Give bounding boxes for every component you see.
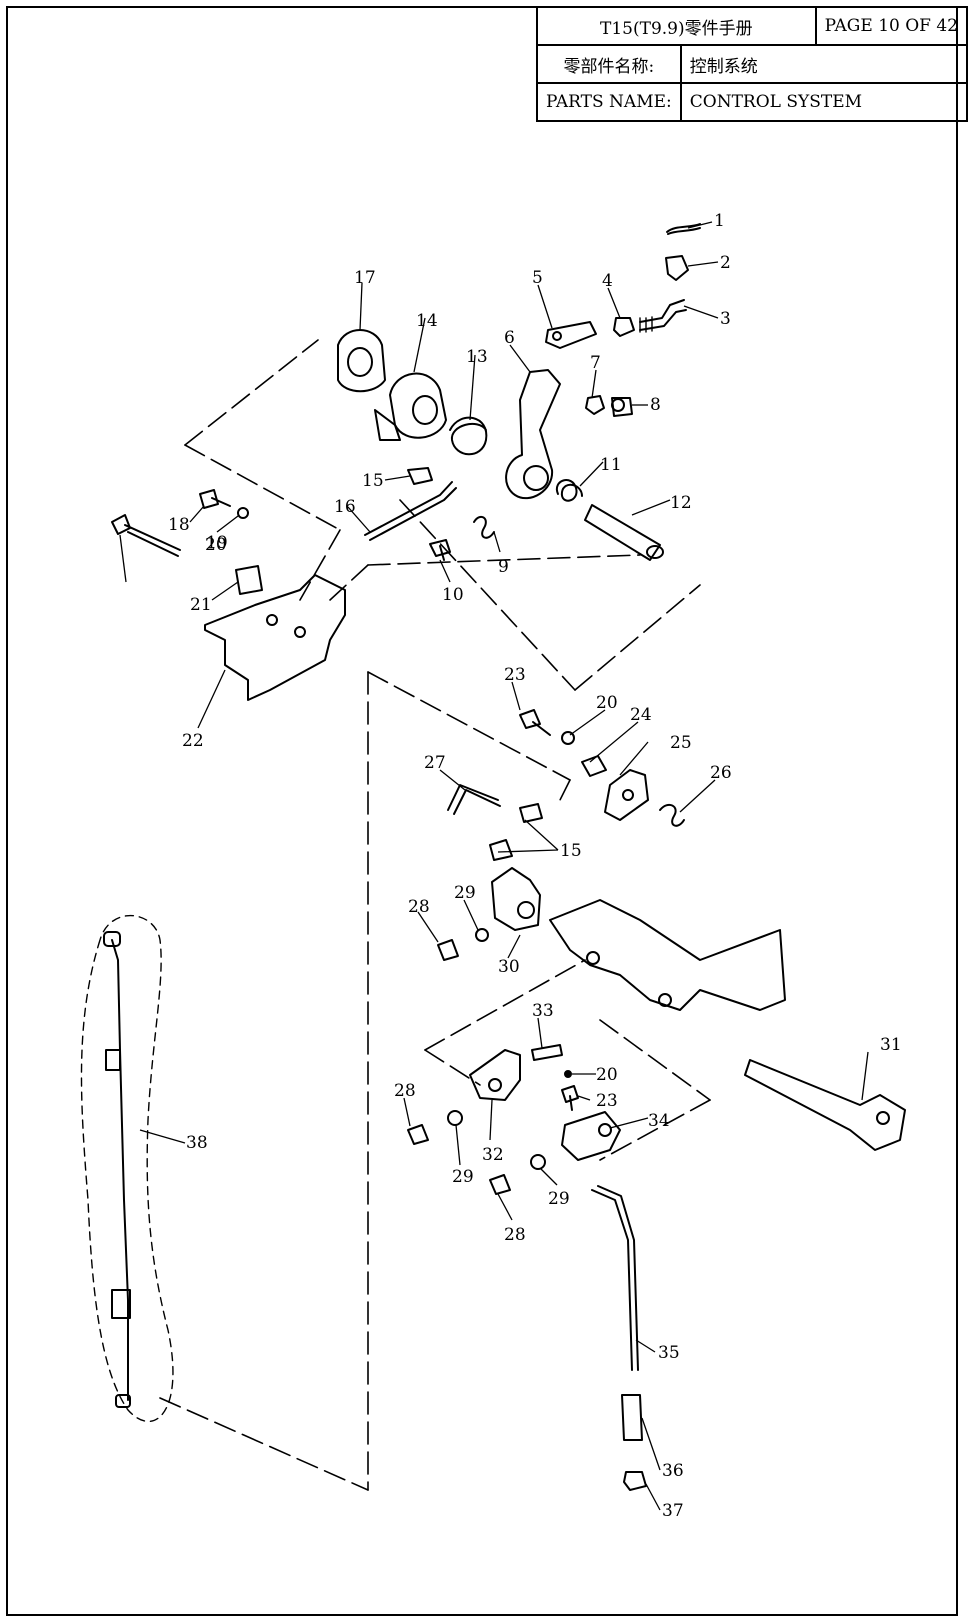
callout-28c: 28 (504, 1225, 526, 1245)
callout-20b: 20 (596, 693, 618, 713)
parts-name-cn-label: 零部件名称: (536, 44, 682, 84)
document-title: T15(T9.9)零件手册 (536, 6, 817, 46)
callout-29c: 29 (548, 1189, 570, 1209)
callout-36: 36 (662, 1461, 684, 1481)
callout-37: 37 (662, 1501, 684, 1521)
callout-1: 1 (714, 211, 725, 231)
callout-8: 8 (650, 395, 661, 415)
callout-4: 4 (602, 271, 613, 291)
callout-11: 11 (600, 455, 622, 475)
title-block: T15(T9.9)零件手册 PAGE 10 OF 42 零部件名称: 控制系统 … (536, 6, 968, 122)
callout-32: 32 (482, 1145, 504, 1165)
parts-name-en-label: PARTS NAME: (536, 82, 682, 122)
assembly-guide-lines (80, 339, 711, 1491)
callout-28b: 28 (394, 1081, 416, 1101)
callout-21: 21 (190, 595, 212, 615)
callout-15: 15 (362, 471, 384, 491)
leader-lines (119, 221, 869, 1511)
callout-19-ref-20: 19 (206, 533, 228, 553)
callout-33: 33 (532, 1001, 554, 1021)
callout-29: 29 (454, 883, 476, 903)
callout-20: 20 (205, 535, 227, 555)
callout-23b: 23 (596, 1091, 618, 1111)
callout-12: 12 (670, 493, 692, 513)
callout-7: 7 (590, 353, 601, 373)
callout-25: 25 (670, 733, 692, 753)
callout-14: 14 (416, 311, 438, 331)
callout-13: 13 (466, 347, 488, 367)
callout-31: 31 (880, 1035, 902, 1055)
callout-28: 28 (408, 897, 430, 917)
parts-name-cn-value: 控制系统 (679, 44, 968, 84)
callout-38: 38 (186, 1133, 208, 1153)
callout-35: 35 (658, 1343, 680, 1363)
callout-6: 6 (504, 328, 515, 348)
callout-15b: 15 (560, 841, 582, 861)
page-number: PAGE 10 OF 42 (814, 6, 968, 46)
callout-9: 9 (498, 557, 509, 577)
callout-30: 30 (498, 957, 520, 977)
parts-name-en-value: CONTROL SYSTEM (679, 82, 968, 122)
callout-27: 27 (424, 753, 446, 773)
callout-29b: 29 (452, 1167, 474, 1187)
callout-34: 34 (648, 1111, 670, 1131)
callout-22: 22 (182, 731, 204, 751)
callout-18: 18 (168, 515, 190, 535)
callout-24: 24 (630, 705, 652, 725)
callout-2: 2 (720, 253, 731, 273)
callout-20c: 20 (596, 1065, 618, 1085)
callout-16: 16 (334, 497, 356, 517)
callout-17: 17 (354, 268, 376, 288)
callout-10: 10 (442, 585, 464, 605)
callout-26: 26 (710, 763, 732, 783)
drawing-frame (6, 6, 958, 1616)
callout-3: 3 (720, 309, 731, 329)
callout-23: 23 (504, 665, 526, 685)
callout-5: 5 (532, 268, 543, 288)
callout-labels: 1 2 3 4 5 6 7 8 9 10 11 12 13 14 15 16 1… (168, 211, 902, 1521)
